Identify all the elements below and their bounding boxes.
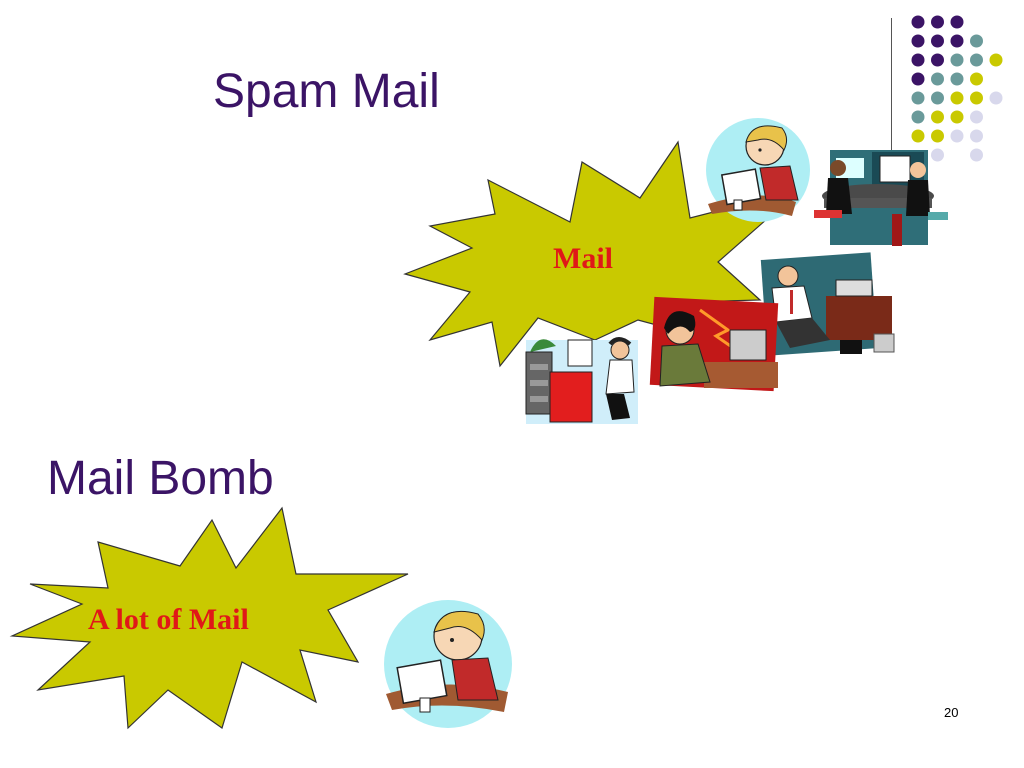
burst-label-a-lot-of-mail: A lot of Mail (88, 603, 249, 636)
decor-dot (950, 72, 964, 86)
decor-dot (911, 129, 925, 143)
decor-dot (950, 129, 964, 143)
decor-dot (950, 53, 964, 67)
decor-dot (970, 110, 983, 124)
decor-dot (911, 34, 925, 48)
decor-dot (931, 34, 944, 48)
decor-dot (989, 53, 1003, 67)
decor-dot (931, 72, 944, 86)
decor-dot (970, 53, 983, 67)
decor-dot (950, 91, 964, 105)
decor-dot (911, 72, 925, 86)
page-number: 20 (944, 705, 959, 720)
decor-dot (911, 15, 925, 29)
decor-dot (970, 34, 983, 48)
decor-dot (931, 148, 944, 162)
decor-dot (970, 148, 983, 162)
decor-dot (911, 110, 925, 124)
decor-dot (931, 129, 944, 143)
decor-dot (950, 110, 964, 124)
title-spam-mail: Spam Mail (213, 65, 440, 118)
divider-line (891, 18, 892, 160)
decor-dot (911, 91, 925, 105)
decor-dot (950, 15, 964, 29)
decor-dot (989, 91, 1003, 105)
decor-dot (931, 110, 944, 124)
decor-dot (950, 34, 964, 48)
burst-label-mail: Mail (553, 242, 613, 275)
decor-dot (970, 91, 983, 105)
decor-dot (970, 72, 983, 86)
title-mail-bomb: Mail Bomb (47, 452, 274, 505)
decor-dot (931, 53, 944, 67)
decor-dot (970, 129, 983, 143)
decor-dot (931, 91, 944, 105)
decor-dot (931, 15, 944, 29)
decor-dot (911, 53, 925, 67)
